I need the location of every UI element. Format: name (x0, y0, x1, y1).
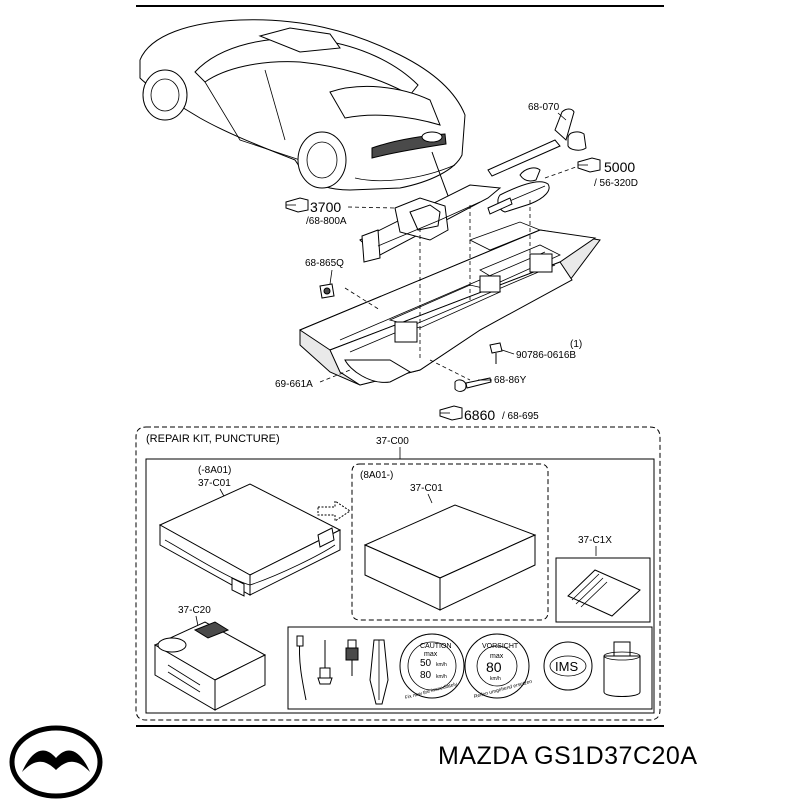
callout-jack-ref: 3700 (310, 199, 341, 215)
caution-unit-2: km/h (436, 674, 447, 680)
vorsicht-unit: km/h (490, 676, 501, 682)
mazda-logo-icon (9, 725, 103, 799)
callout-tool-bag-sub: / 56-320D (594, 178, 638, 189)
valve-tool (369, 639, 389, 705)
caution-speed-1: 50 (420, 658, 432, 669)
callout-compressor: 37-C20 (178, 605, 211, 616)
finger-pointer-icon (577, 157, 601, 173)
callout-bolt: 90786-0616B (516, 350, 576, 361)
callout-manual: 37-C1X (578, 535, 612, 546)
valve-core (345, 639, 359, 676)
callout-jack-handle: 68-070 (528, 102, 560, 113)
instruction-manual (567, 569, 641, 617)
clip: 68-865Q (305, 258, 344, 299)
repair-kit-section: (REPAIR KIT, PUNCTURE) 37-C00 (-8A01) 37… (135, 426, 661, 721)
caution-title: CAUTION (420, 643, 452, 650)
caution-max: max (424, 651, 438, 658)
jack-handle: 68-070 (487, 102, 587, 177)
callout-jack-sub: /68-800A (306, 216, 347, 227)
callout-case-new: 37-C01 (410, 483, 443, 494)
callout-assembly: 37-C00 (376, 436, 409, 447)
callout-clip: 68-865Q (305, 258, 344, 269)
valve-stem (317, 640, 333, 685)
callout-cover-ref: 6860 (464, 407, 495, 423)
ims-badge: IMS (543, 641, 593, 691)
vorsicht-max: max (490, 653, 504, 660)
valve-hose (296, 635, 307, 701)
pin: 68-86Y (454, 375, 527, 392)
callout-tool-bag-ref: 5000 (604, 159, 635, 175)
finger-pointer-icon (285, 197, 309, 213)
caution-unit-1: km/h (436, 662, 447, 668)
brand-part-number: MAZDA GS1D37C20A (438, 742, 698, 770)
caution-speed-2: 80 (420, 670, 432, 681)
spare-tray: 69-661A (275, 200, 601, 390)
vorsicht-title: VORSICHT (482, 643, 519, 650)
repair-case-old (158, 483, 342, 597)
callout-pin: 68-86Y (494, 375, 527, 386)
callout-case-old: 37-C01 (198, 478, 231, 489)
sealant-bottle (603, 641, 641, 697)
tool-bag-wrench: 5000 / 56-320D (487, 157, 638, 215)
callout-tray: 69-661A (275, 379, 313, 390)
callout-cover-sub: / 68-695 (502, 411, 539, 422)
air-compressor (153, 621, 267, 711)
case-new-range: (8A01-) (360, 470, 393, 481)
repair-case-new (363, 504, 537, 611)
bolt: (1) 90786-0616B (489, 339, 582, 364)
scissor-jack: 3700 /68-800A (285, 184, 502, 263)
vorsicht-speed: 80 (486, 659, 502, 675)
ims-label: IMS (555, 659, 578, 674)
arrow-right-icon (317, 500, 351, 522)
repair-kit-title: (REPAIR KIT, PUNCTURE) (146, 433, 280, 445)
callout-bolt-qty: (1) (570, 339, 582, 350)
car-illustration (139, 19, 466, 216)
cover-callout: 6860 / 68-695 (439, 405, 539, 423)
vorsicht-sticker: VORSICHT max 80 km/h Reifen umgehend ers… (464, 633, 533, 700)
caution-sticker: CAUTION max 50 km/h 80 km/h Fix new tire… (399, 633, 465, 701)
case-old-range: (-8A01) (198, 465, 231, 476)
finger-pointer-icon (439, 405, 463, 421)
